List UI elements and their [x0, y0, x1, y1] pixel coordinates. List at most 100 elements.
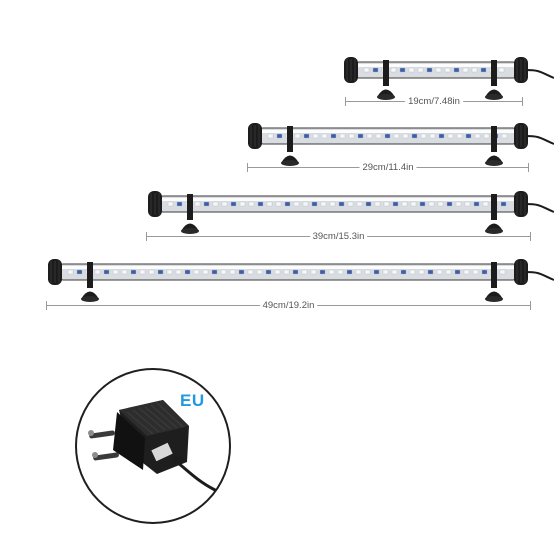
led-chip: [276, 133, 283, 139]
eu-plug-label: EU: [180, 391, 205, 410]
led-chip: [473, 201, 480, 207]
led-chip: [166, 269, 173, 275]
led-chip: [337, 269, 344, 275]
led-chip: [429, 133, 436, 139]
led-chip: [292, 269, 299, 275]
led-chip: [67, 269, 74, 275]
led-chip: [472, 269, 479, 275]
led-chip: [375, 133, 382, 139]
led-chip: [454, 269, 461, 275]
led-chip: [248, 201, 255, 207]
led-chip: [426, 67, 433, 73]
led-chip: [76, 269, 83, 275]
led-chip: [193, 269, 200, 275]
dimension-label: 39cm/15.3in: [309, 231, 368, 243]
led-chip: [400, 269, 407, 275]
led-chip: [220, 269, 227, 275]
led-chip: [399, 67, 406, 73]
led-chip: [453, 67, 460, 73]
led-chip: [456, 133, 463, 139]
led-chip: [420, 133, 427, 139]
power-cable: [525, 69, 554, 79]
led-chip: [275, 201, 282, 207]
light-bar-39cm-graphic: [148, 191, 554, 234]
power-adapter-circle: [75, 368, 231, 524]
led-chip: [230, 201, 237, 207]
led-chip: [480, 67, 487, 73]
led-chip: [402, 133, 409, 139]
led-chip: [103, 269, 110, 275]
led-chip: [445, 269, 452, 275]
led-chip: [94, 269, 101, 275]
led-chip: [267, 133, 274, 139]
led-chip: [157, 269, 164, 275]
suction-cup-mount: [485, 262, 503, 302]
led-chip: [357, 133, 364, 139]
dimension-label: 29cm/11.4in: [359, 162, 417, 174]
led-chip: [435, 67, 442, 73]
led-chip: [321, 133, 328, 139]
led-chip: [121, 269, 128, 275]
led-chip: [411, 133, 418, 139]
led-chip: [498, 67, 505, 73]
power-cable: [525, 271, 554, 281]
led-chip: [329, 201, 336, 207]
led-chip: [500, 201, 507, 207]
led-chip: [355, 269, 362, 275]
led-chip: [462, 67, 469, 73]
led-chip: [410, 201, 417, 207]
led-chip: [312, 133, 319, 139]
led-chip: [348, 133, 355, 139]
led-chip: [221, 201, 228, 207]
led-chip: [256, 269, 263, 275]
led-chip: [438, 133, 445, 139]
led-chip: [229, 269, 236, 275]
light-bar-49cm-graphic: [48, 259, 554, 302]
led-chip: [455, 201, 462, 207]
led-chip: [428, 201, 435, 207]
led-chip: [339, 133, 346, 139]
led-chip: [194, 201, 201, 207]
suction-cup-mount: [377, 60, 395, 100]
suction-cup-mount: [81, 262, 99, 302]
led-chip: [427, 269, 434, 275]
led-chip: [382, 269, 389, 275]
dimension-label: 19cm/7.48in: [405, 96, 463, 108]
led-chip: [338, 201, 345, 207]
led-chip: [311, 201, 318, 207]
tube-highlight: [262, 130, 514, 133]
led-chip: [175, 269, 182, 275]
led-chip: [384, 133, 391, 139]
tube-highlight: [62, 266, 514, 269]
led-chip: [347, 201, 354, 207]
led-chip: [372, 67, 379, 73]
led-chip: [383, 201, 390, 207]
suction-cup-mount: [485, 126, 503, 166]
suction-cup-mount: [485, 194, 503, 234]
led-chip: [436, 269, 443, 275]
led-chip: [112, 269, 119, 275]
light-bar-49cm: [44, 254, 554, 302]
led-chip: [266, 201, 273, 207]
led-chip: [274, 269, 281, 275]
led-chip: [356, 201, 363, 207]
led-chip: [239, 201, 246, 207]
led-chip: [401, 201, 408, 207]
led-chip: [474, 133, 481, 139]
light-bar-19cm-graphic: [344, 57, 554, 100]
led-chip: [465, 133, 472, 139]
led-chip: [265, 269, 272, 275]
eu-power-adapter-icon: [88, 400, 217, 492]
led-chip: [284, 201, 291, 207]
dimension-label: 49cm/19.2in: [259, 300, 318, 312]
led-chip: [437, 201, 444, 207]
led-chip: [471, 67, 478, 73]
led-chip: [418, 269, 425, 275]
led-chip: [346, 269, 353, 275]
led-chip: [328, 269, 335, 275]
led-chip: [139, 269, 146, 275]
power-cable: [525, 135, 554, 145]
led-chip: [303, 133, 310, 139]
led-chip: [374, 201, 381, 207]
led-chip: [463, 269, 470, 275]
